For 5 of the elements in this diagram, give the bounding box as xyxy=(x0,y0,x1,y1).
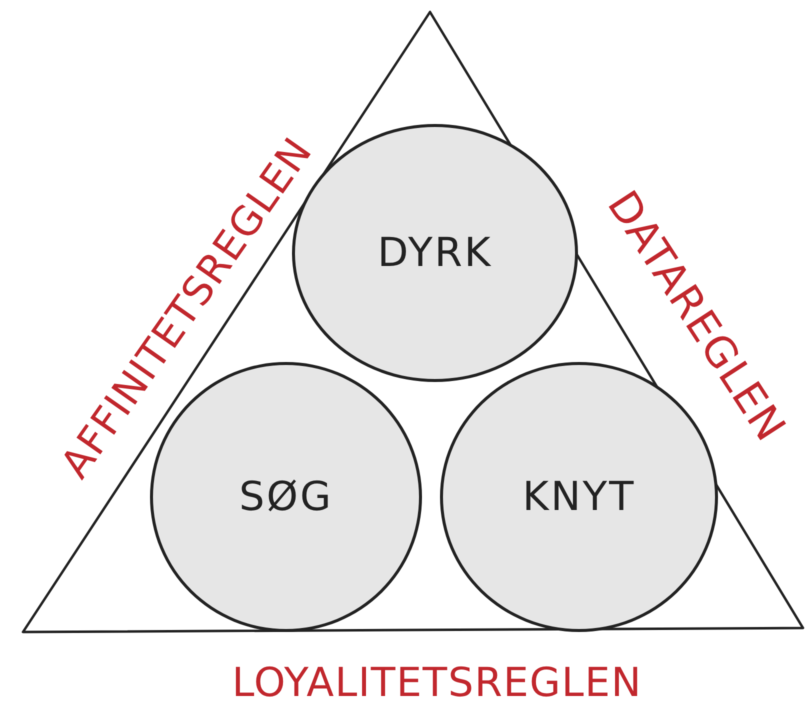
side-label: LOYALITETSREGLEN xyxy=(232,660,642,706)
circle-label: SØG xyxy=(239,474,333,520)
circle-label: DYRK xyxy=(377,230,493,276)
circle-label: KNYT xyxy=(522,474,636,520)
triangle xyxy=(20,10,805,636)
